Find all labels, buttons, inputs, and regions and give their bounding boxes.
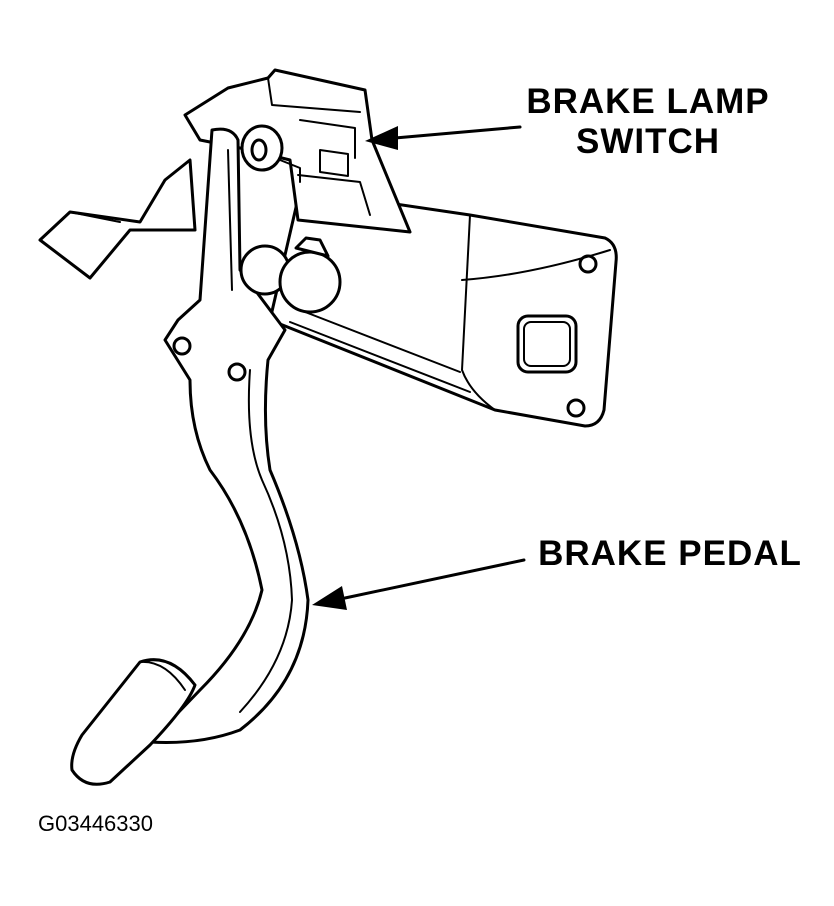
brake-pedal-label: BRAKE PEDAL <box>538 534 802 573</box>
brake-lamp-switch-label-line1: BRAKE LAMP <box>526 82 770 121</box>
figure-id: G03446330 <box>38 811 153 836</box>
brake-lamp-switch-body <box>183 68 412 234</box>
pedal-arm <box>148 127 310 744</box>
upper-bracket-tab <box>38 158 197 280</box>
pivot-knob <box>239 236 342 314</box>
mounting-bracket <box>268 188 618 428</box>
brake-pedal-arrow <box>312 558 526 610</box>
brake-lamp-switch-label-line2: SWITCH <box>575 122 721 161</box>
pedal-pad <box>70 658 197 786</box>
brake-lamp-switch-arrow <box>365 125 522 150</box>
brake-lamp-switch-label: BRAKE LAMP SWITCH <box>508 82 788 162</box>
